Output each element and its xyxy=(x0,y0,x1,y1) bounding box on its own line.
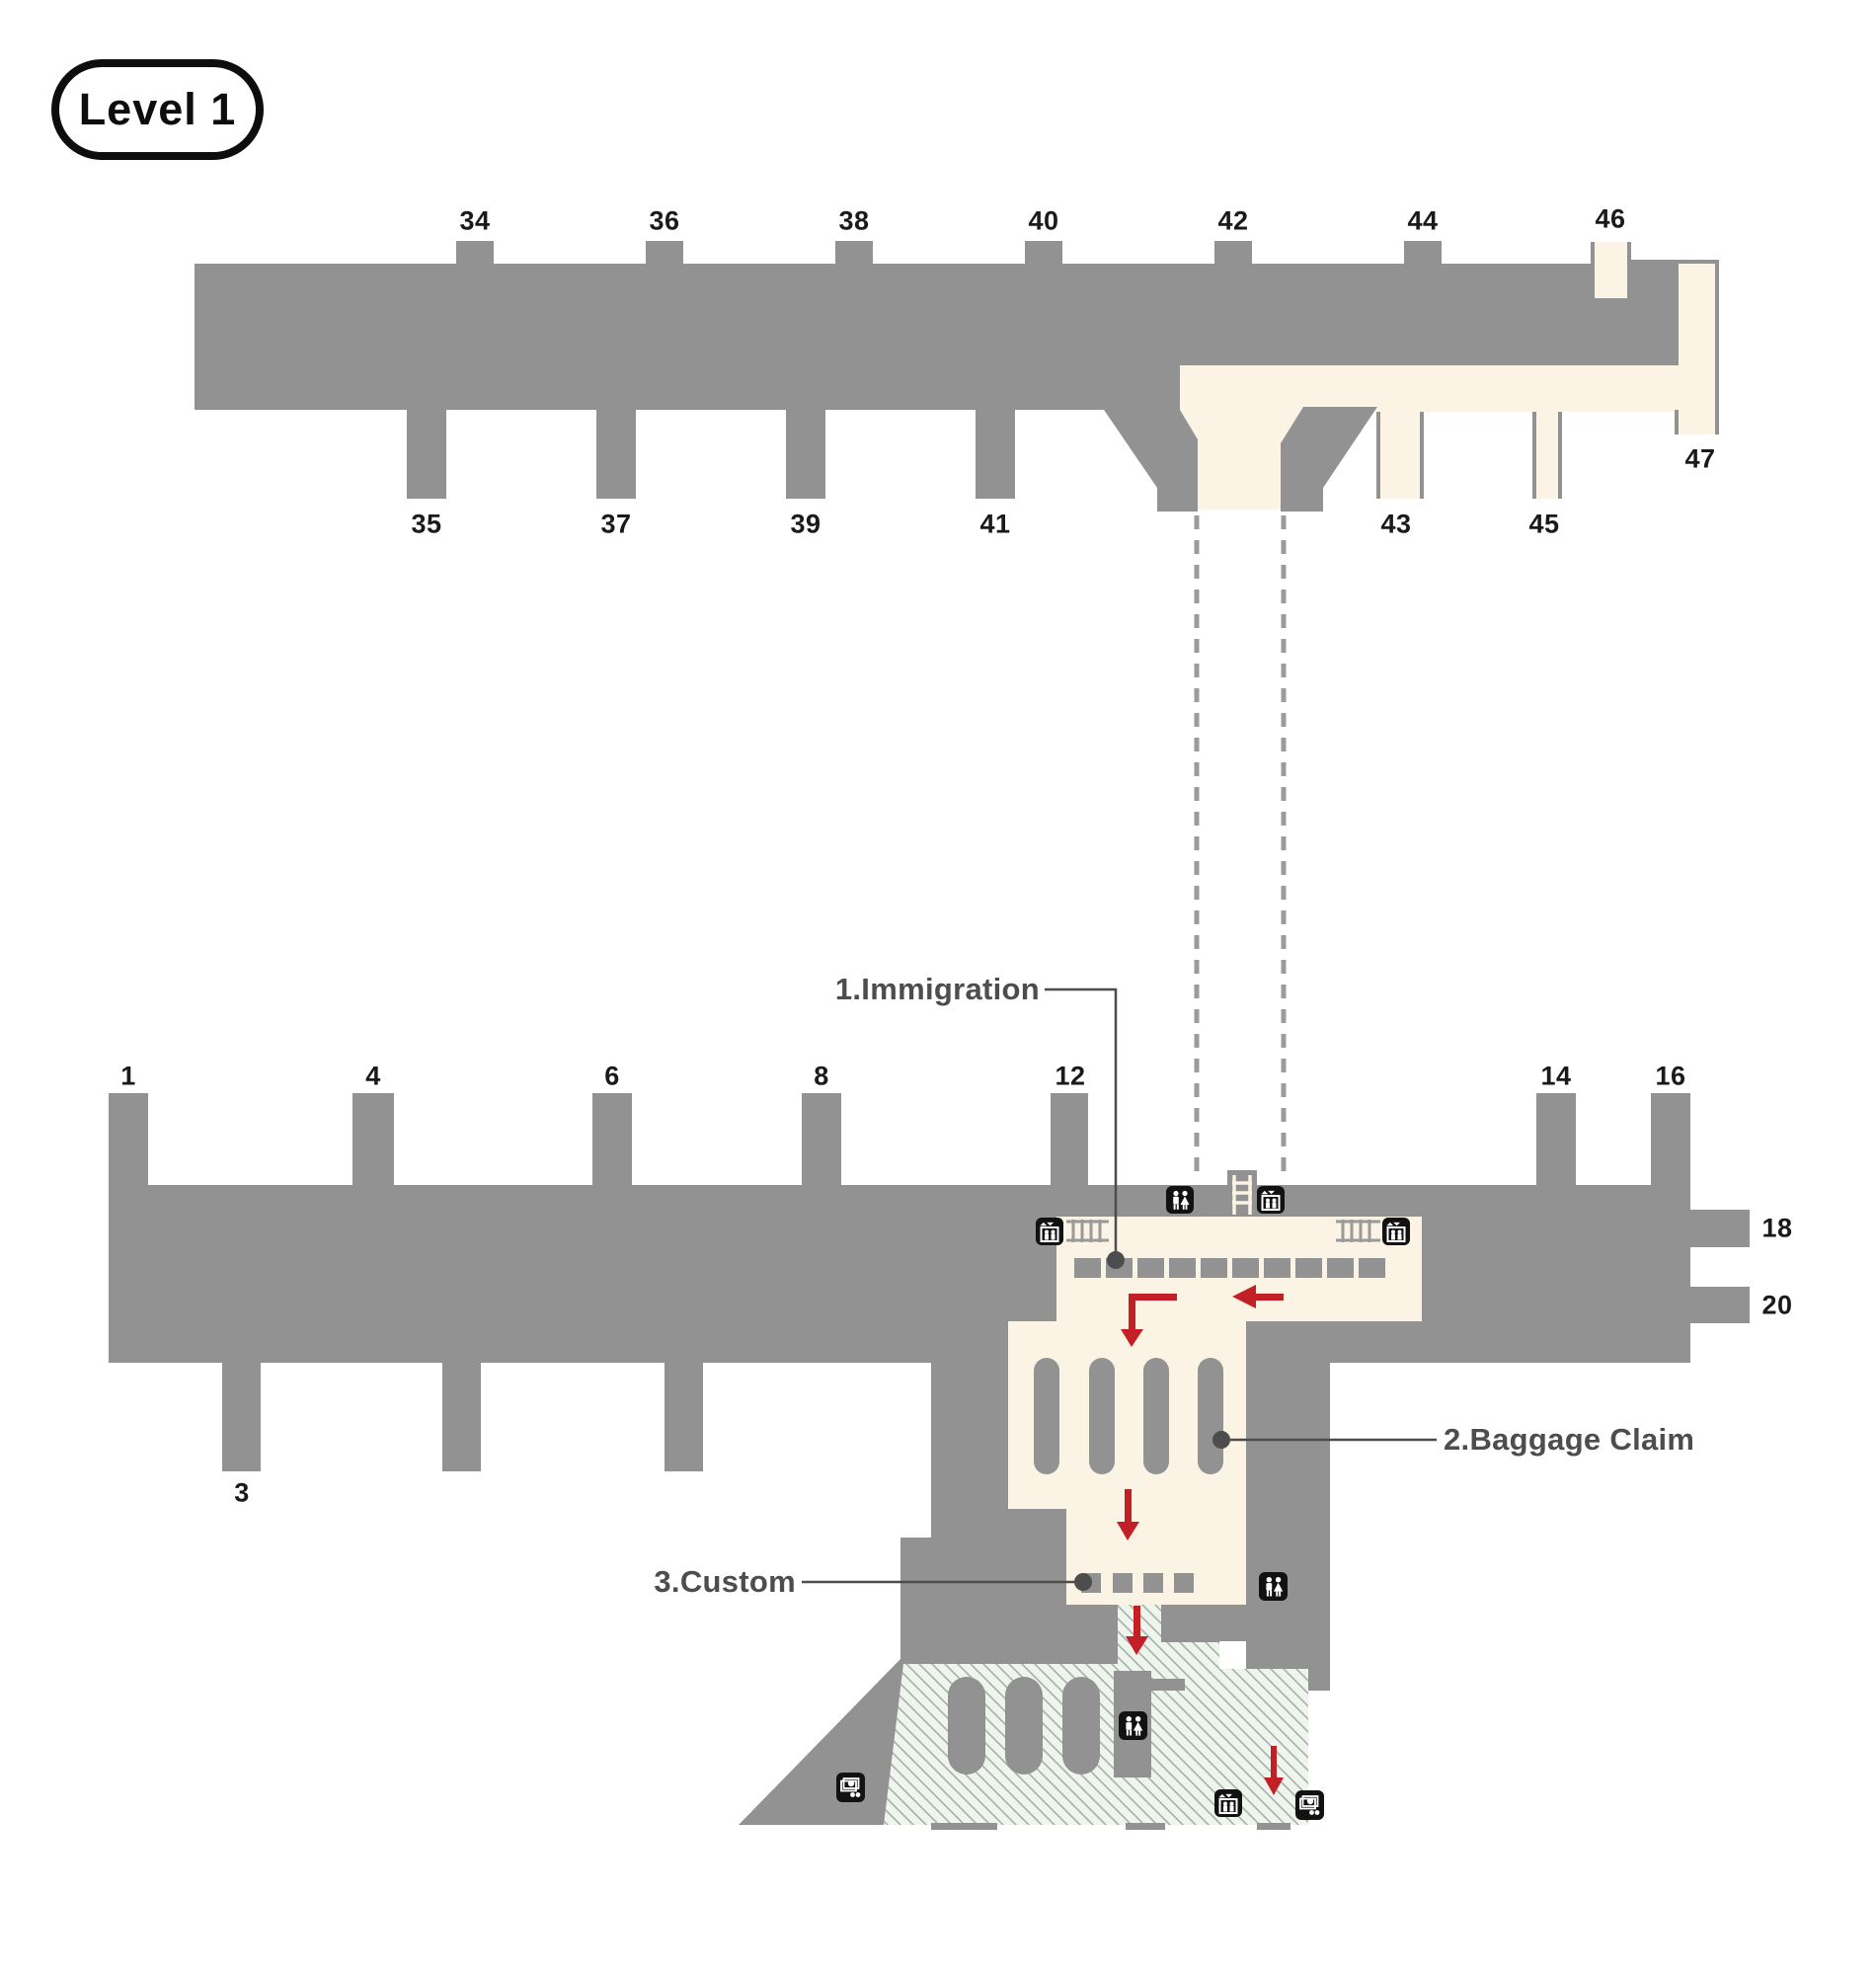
restroom-icon xyxy=(1119,1711,1147,1740)
escalator-icon xyxy=(1336,1220,1380,1242)
gate-label-44: 44 xyxy=(1407,205,1439,236)
gate-label-20: 20 xyxy=(1761,1290,1793,1320)
restroom-icon xyxy=(1259,1572,1288,1601)
gate-label-43: 43 xyxy=(1380,509,1412,539)
gate-label-8: 8 xyxy=(814,1061,829,1091)
gate-label-37: 37 xyxy=(600,509,632,539)
atm-icon xyxy=(836,1773,865,1802)
gate-label-16: 16 xyxy=(1655,1061,1686,1091)
elevator-icon xyxy=(1382,1218,1410,1245)
gate-label-41: 41 xyxy=(979,509,1011,539)
gate-label-39: 39 xyxy=(790,509,821,539)
immigration-label: 1.Immigration xyxy=(834,972,1040,1006)
gate-label-46: 46 xyxy=(1595,203,1626,234)
gate-label-4: 4 xyxy=(365,1061,381,1091)
arrivals-corridor-upper xyxy=(1104,242,1719,512)
top-concourse-shape xyxy=(195,241,1679,499)
gate-label-42: 42 xyxy=(1217,205,1249,236)
elevator-icon xyxy=(1036,1218,1063,1245)
custom-label: 3.Custom xyxy=(654,1564,796,1599)
dashed-path xyxy=(1194,515,1287,1180)
restroom-icon xyxy=(1166,1186,1194,1214)
gate-label-45: 45 xyxy=(1528,509,1560,539)
gate-label-35: 35 xyxy=(411,509,442,539)
gate-label-14: 14 xyxy=(1540,1061,1572,1091)
gate-label-1: 1 xyxy=(120,1061,136,1091)
elevator-icon xyxy=(1214,1789,1242,1817)
stairs-icon xyxy=(1232,1175,1252,1215)
baggage-claim-label: 2.Baggage Claim xyxy=(1444,1422,1695,1457)
level-badge[interactable]: Level 1 xyxy=(51,59,264,160)
elevator-icon xyxy=(1257,1186,1285,1214)
gate-label-34: 34 xyxy=(459,205,491,236)
gate-label-36: 36 xyxy=(649,205,680,236)
gate-label-47: 47 xyxy=(1684,443,1716,474)
flow-arrows xyxy=(1117,1285,1284,1795)
gate-label-40: 40 xyxy=(1028,205,1059,236)
escalator-icon xyxy=(1066,1220,1109,1242)
leader-lines xyxy=(802,988,1437,1591)
gate-label-12: 12 xyxy=(1055,1061,1086,1091)
gate-label-6: 6 xyxy=(604,1061,620,1091)
arrival-hall-hatched xyxy=(884,1605,1308,1830)
gate-label-38: 38 xyxy=(838,205,870,236)
atm-icon xyxy=(1295,1790,1324,1820)
gate-label-3: 3 xyxy=(234,1477,250,1508)
gate-label-18: 18 xyxy=(1761,1213,1793,1243)
